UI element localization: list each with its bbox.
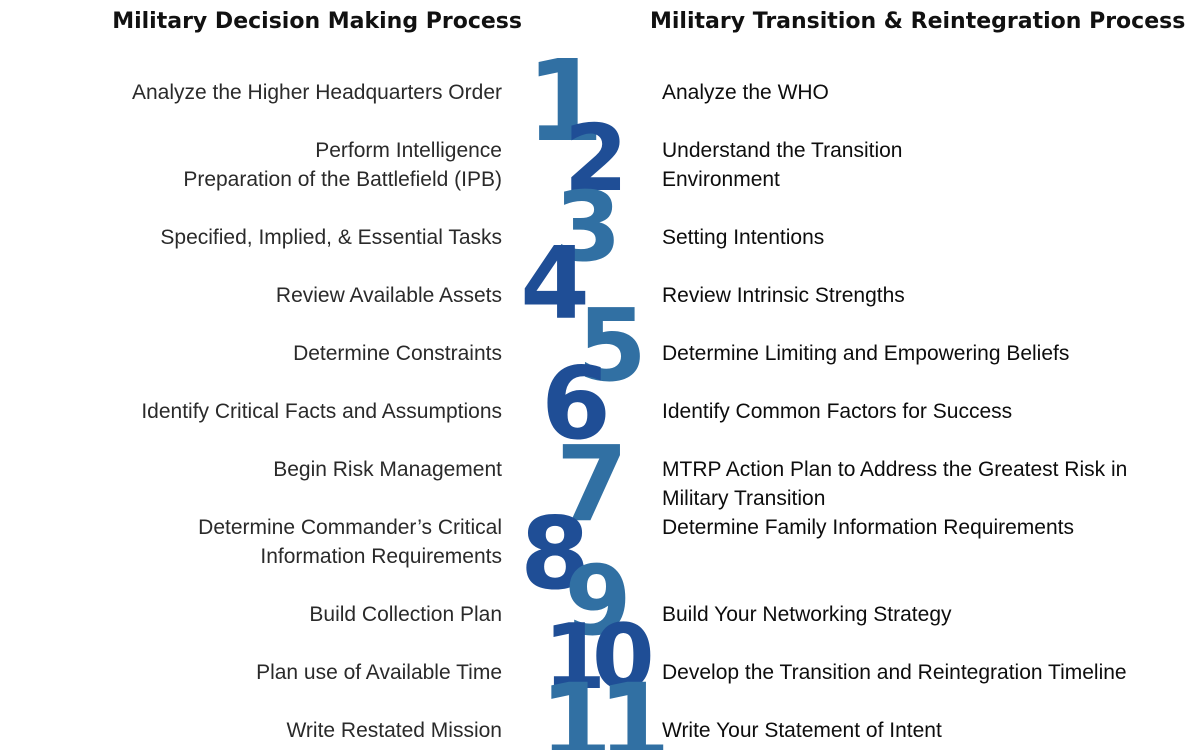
step-number-9: 9 bbox=[565, 545, 632, 657]
step-number-2: 2 bbox=[564, 105, 628, 212]
mdmp-step-11: Write Restated Mission bbox=[286, 719, 502, 742]
left-heading: Military Decision Making Process bbox=[112, 9, 522, 34]
step-number-8: 8 bbox=[520, 495, 590, 612]
mdmp-step-6: Identify Critical Facts and Assumptions bbox=[141, 400, 502, 423]
mdmp-step-8: Determine Commander’s Critical Informati… bbox=[198, 516, 502, 568]
mtrp-step-8: Determine Family Information Requirement… bbox=[662, 516, 1074, 539]
step-number-3: 3 bbox=[555, 171, 622, 283]
right-heading: Military Transition & Reintegration Proc… bbox=[650, 9, 1186, 34]
mtrp-step-4: Review Intrinsic Strengths bbox=[662, 284, 905, 307]
mtrp-step-1: Analyze the WHO bbox=[662, 81, 829, 104]
mtrp-step-9: Build Your Networking Strategy bbox=[662, 603, 952, 626]
mtrp-step-5: Determine Limiting and Empowering Belief… bbox=[662, 342, 1070, 365]
step-number-5: 5 bbox=[577, 287, 647, 404]
mtrp-step-10: Develop the Transition and Reintegration… bbox=[662, 661, 1127, 684]
mtrp-step-3: Setting Intentions bbox=[662, 226, 825, 249]
mdmp-step-7: Begin Risk Management bbox=[273, 458, 502, 481]
mdmp-step-9: Build Collection Plan bbox=[309, 603, 502, 626]
mtrp-step-2: Understand the Transition Environment bbox=[662, 139, 903, 191]
step-number-1: 1 bbox=[526, 37, 604, 167]
mtrp-step-7: MTRP Action Plan to Address the Greatest… bbox=[662, 458, 1128, 510]
step-number-7: 7 bbox=[556, 423, 628, 545]
mdmp-step-10: Plan use of Available Time bbox=[256, 661, 502, 684]
step-number-11: 11 bbox=[540, 661, 664, 750]
mdmp-step-1: Analyze the Higher Headquarters Order bbox=[131, 81, 502, 104]
mdmp-step-5: Determine Constraints bbox=[293, 342, 502, 365]
step-number-4: 4 bbox=[520, 225, 590, 342]
mtrp-step-6: Identify Common Factors for Success bbox=[662, 400, 1013, 423]
mtrp-step-11: Write Your Statement of Intent bbox=[662, 719, 942, 742]
step-number-6: 6 bbox=[541, 345, 611, 462]
mdmp-step-3: Specified, Implied, & Essential Tasks bbox=[160, 226, 502, 249]
mdmp-step-4: Review Available Assets bbox=[275, 284, 502, 307]
mdmp-step-2: Perform Intelligence Preparation of the … bbox=[183, 139, 502, 191]
